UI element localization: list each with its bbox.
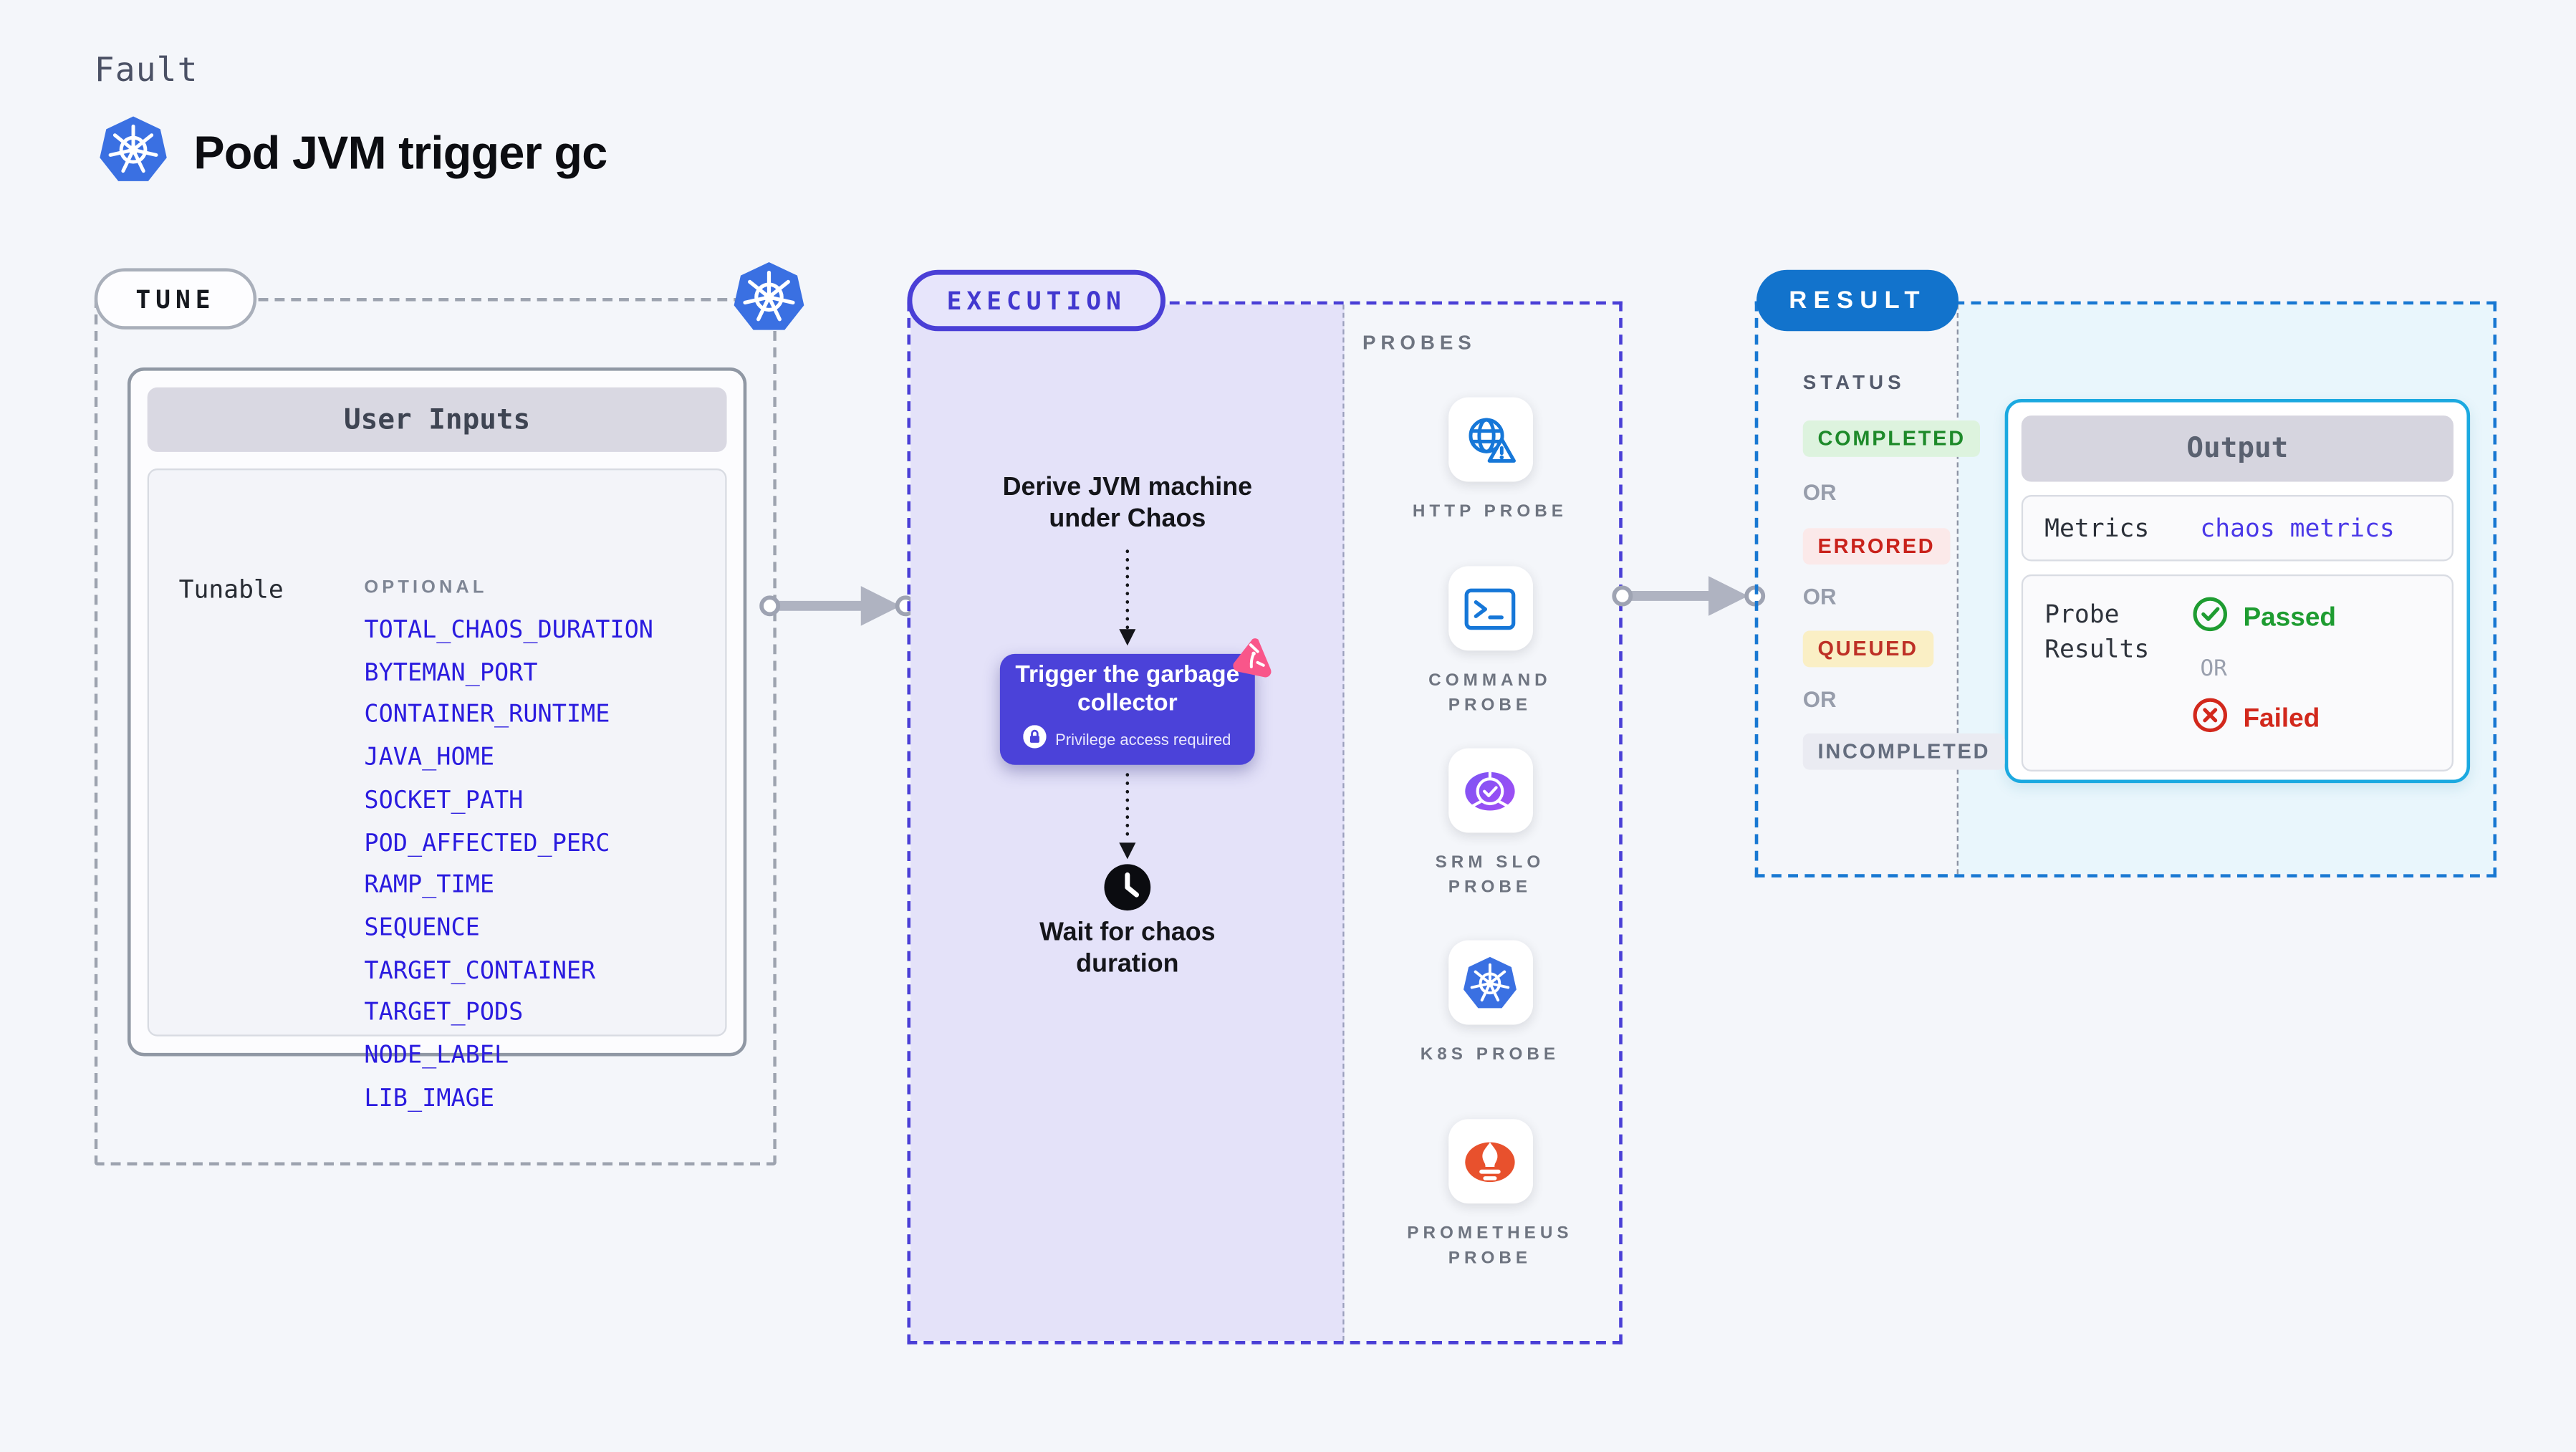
failed-text: Failed <box>2243 704 2320 733</box>
probe-prometheus: PROMETHEUS PROBE <box>1366 1119 1615 1269</box>
param-link[interactable]: CONTAINER_RUNTIME <box>364 702 610 729</box>
probe-label: SRM SLO PROBE <box>1435 852 1545 897</box>
chaos-pink-icon <box>1228 633 1279 691</box>
page-header: Pod JVM trigger gc <box>97 114 607 193</box>
output-title: Output <box>2021 415 2454 482</box>
execution-section: Derive JVM machine under Chaos Trigger t… <box>907 301 1623 1345</box>
clock-icon <box>1102 862 1152 920</box>
page-title: Pod JVM trigger gc <box>193 127 607 179</box>
slo-check-icon <box>1448 748 1532 833</box>
kubernetes-icon <box>97 114 168 193</box>
probe-command: COMMAND PROBE <box>1366 566 1615 716</box>
arrow-tune-to-execution <box>759 586 916 626</box>
lock-icon <box>1024 725 1047 756</box>
status-badge-errored: ERRORED <box>1802 528 1951 565</box>
status-badge-incompleted: INCOMPLETED <box>1802 733 2006 770</box>
result-badge: RESULT <box>1756 269 1959 332</box>
probe-k8s: K8S PROBE <box>1366 940 1615 1067</box>
probe-srm-slo: SRM SLO PROBE <box>1366 748 1615 899</box>
wait-step-text: Wait for chaos duration <box>1039 918 1216 978</box>
passed-text: Passed <box>2243 603 2336 632</box>
tune-badge: TUNE <box>94 268 257 330</box>
failed-result: Failed <box>2192 697 2336 741</box>
or-separator: OR <box>1802 584 1837 610</box>
check-circle-icon <box>2192 596 2229 640</box>
probe-results-label: Probe Results <box>2044 599 2150 664</box>
probes-pane-label: PROBES <box>1362 331 1476 355</box>
probe-label: COMMAND PROBE <box>1428 670 1552 715</box>
status-badge-completed: COMPLETED <box>1802 420 1981 457</box>
optional-column-label: OPTIONAL <box>364 577 488 598</box>
dotted-connector <box>1119 773 1136 860</box>
dotted-connector <box>1119 549 1136 646</box>
result-section: Output Metrics chaos metrics Probe Resul… <box>1754 301 2497 878</box>
probe-label: K8S PROBE <box>1420 1044 1560 1065</box>
param-link[interactable]: RAMP_TIME <box>364 872 495 900</box>
user-inputs-table: Tunable OPTIONAL TOTAL_CHAOS_DURATION BY… <box>147 468 727 1112</box>
fault-kicker: Fault <box>94 49 198 90</box>
or-separator: OR <box>1802 687 1837 712</box>
passed-result: Passed <box>2192 596 2336 640</box>
param-link[interactable]: LIB_IMAGE <box>364 1085 495 1112</box>
or-separator: OR <box>1802 480 1837 505</box>
execution-badge: EXECUTION <box>907 269 1166 332</box>
metrics-label: Metrics <box>2044 513 2150 544</box>
user-inputs-title: User Inputs <box>147 387 727 452</box>
probe-http: HTTP PROBE <box>1366 397 1615 524</box>
probe-results-row: Probe Results Passed OR <box>2021 574 2454 771</box>
kubernetes-icon <box>731 260 806 343</box>
result-output-pane: Output Metrics chaos metrics Probe Resul… <box>1958 304 2494 875</box>
param-link[interactable]: SOCKET_PATH <box>364 787 524 814</box>
status-label: STATUS <box>1802 370 1905 395</box>
trigger-gc-title: Trigger the garbage collector <box>1015 662 1240 717</box>
param-link[interactable]: JAVA_HOME <box>364 745 495 772</box>
chaos-metrics-link[interactable]: chaos metrics <box>2200 513 2395 544</box>
or-separator: OR <box>2200 655 2227 683</box>
user-inputs-card: User Inputs Tunable OPTIONAL TOTAL_CHAOS… <box>127 367 747 1112</box>
param-link[interactable]: TARGET_PODS <box>364 1000 524 1027</box>
x-circle-icon <box>2192 697 2229 741</box>
metrics-row: Metrics chaos metrics <box>2021 495 2454 562</box>
tune-section <box>94 297 777 1165</box>
param-link[interactable]: NODE_LABEL <box>364 1043 509 1070</box>
param-link[interactable]: POD_AFFECTED_PERC <box>364 830 610 857</box>
tunable-params-list: TOTAL_CHAOS_DURATION BYTEMAN_PORT CONTAI… <box>364 611 653 1122</box>
probe-label: PROMETHEUS PROBE <box>1407 1223 1573 1268</box>
kubernetes-icon <box>1448 940 1532 1025</box>
probe-label: HTTP PROBE <box>1412 501 1567 521</box>
tunable-row-label: Tunable <box>178 574 284 605</box>
param-link[interactable]: BYTEMAN_PORT <box>364 660 538 687</box>
terminal-icon <box>1448 566 1532 651</box>
param-link[interactable]: TARGET_CONTAINER <box>364 958 596 985</box>
output-card: Output Metrics chaos metrics Probe Resul… <box>2004 398 2471 784</box>
privilege-note: Privilege access required <box>1024 725 1231 756</box>
arrow-execution-to-result <box>1612 576 1766 616</box>
trigger-gc-card: Trigger the garbage collector Privilege … <box>999 638 1272 765</box>
param-link[interactable]: TOTAL_CHAOS_DURATION <box>364 617 653 644</box>
result-status-column: STATUS COMPLETED OR ERRORED OR QUEUED OR… <box>1758 304 2006 875</box>
execution-flow-pane: Derive JVM machine under Chaos Trigger t… <box>910 304 1345 1341</box>
globe-warning-icon <box>1448 397 1532 482</box>
derive-step-text: Derive JVM machine under Chaos <box>1002 473 1253 533</box>
param-link[interactable]: SEQUENCE <box>364 915 480 942</box>
privilege-note-text: Privilege access required <box>1055 731 1231 750</box>
prometheus-icon <box>1448 1119 1532 1204</box>
status-badge-queued: QUEUED <box>1802 630 1933 668</box>
